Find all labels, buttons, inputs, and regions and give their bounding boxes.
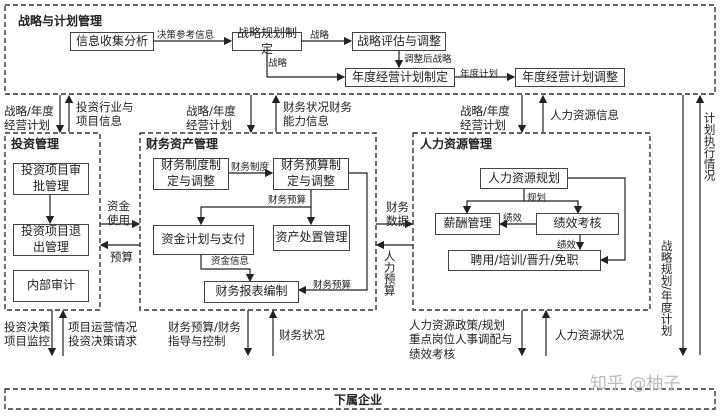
- investment-exit-box: 投资项目退出管理: [13, 224, 89, 256]
- fin-status-label: 财务状况: [279, 328, 325, 342]
- hr-policy-label: 人力资源政策/规划重点岗位人事调配与绩效考核: [409, 318, 513, 361]
- subsidiary-title: 下属企业: [334, 393, 383, 407]
- hr-planning-box: 人力资源规划: [480, 168, 568, 189]
- performance-label-2: 绩效: [557, 240, 577, 251]
- inv-up-label: 投资行业与项目信息: [76, 100, 134, 129]
- adjusted-strategy-label: 调整后战略: [404, 54, 452, 65]
- performance-box: 绩效考核: [536, 213, 619, 235]
- finance-budget-box: 财务预算制定与调整: [273, 158, 349, 190]
- finance-policy-box: 财务制度制定与调整: [153, 158, 229, 190]
- fin-up-label: 财务状况财务能力信息: [283, 100, 352, 129]
- finance-section-title: 财务资产管理: [146, 137, 219, 151]
- hiring-training-box: 聘用/培训/晋升/免职: [448, 250, 601, 271]
- strategy-section-title: 战略与计划管理: [18, 14, 103, 28]
- strategy-label-2: 战略: [268, 58, 288, 69]
- annual-plan-adjust-box: 年度经营计划调整: [515, 68, 625, 87]
- annual-plan-making-box: 年度经营计划制定: [345, 68, 455, 87]
- investment-approval-box: 投资项目审批管理: [13, 163, 89, 195]
- compensation-box: 薪酬管理: [435, 213, 500, 235]
- hr-status-label: 人力资源状况: [555, 328, 624, 342]
- annual-plan-label: 年度计划: [460, 69, 499, 80]
- hr-down-label: 战略/年度经营计划: [460, 104, 510, 133]
- hr-budget-label: 人力预算: [382, 250, 397, 296]
- performance-label: 绩效: [503, 213, 523, 224]
- fund-plan-payment-box: 资金计划与支付: [153, 225, 254, 255]
- strategy-label: 战略: [310, 30, 330, 41]
- finance-budget-label: 财务预算: [268, 195, 307, 206]
- fin-down-label: 战略/年度经营计划: [186, 104, 236, 133]
- asset-disposal-box: 资产处置管理: [273, 225, 350, 251]
- strategy-evaluation-box: 战略评估与调整: [352, 32, 446, 51]
- financial-report-box: 财务报表编制: [204, 281, 299, 303]
- fund-info-label: 资金信息: [211, 256, 250, 267]
- hr-up-label: 人力资源信息: [550, 108, 619, 122]
- strategy-planning-box: 战略规划制定: [232, 26, 302, 56]
- strategy-section-border: [4, 4, 716, 95]
- finance-policy-label: 财务制度: [231, 162, 270, 173]
- investment-section-title: 投资管理: [11, 137, 60, 151]
- hr-section-title: 人力资源管理: [420, 137, 493, 151]
- finance-budget-label-2: 财务预算: [313, 280, 352, 291]
- fin-guidance-label: 财务预算/财务指导与控制: [168, 320, 241, 349]
- strategy-annual-plan-label: 战略规划/年度计划: [659, 240, 674, 336]
- watermark: 知乎 @柚子: [590, 374, 681, 394]
- budget-label: 预算: [110, 250, 133, 264]
- internal-audit-box: 内部审计: [13, 270, 89, 302]
- project-ops-label: 项目运营情况投资决策请求: [68, 320, 137, 349]
- inv-down-label: 战略/年度经营计划: [4, 104, 54, 133]
- inv-decision-label: 投资决策项目监控: [4, 320, 50, 349]
- decision-info-label: 决策参考信息: [157, 30, 215, 41]
- fund-use-label: 资金使用: [107, 199, 130, 228]
- finance-data-label: 财务数据: [386, 200, 409, 229]
- planning-label: 规划: [527, 193, 547, 204]
- subsidiary-section-border: [4, 388, 716, 410]
- info-collection-box: 信息收集分析: [70, 32, 154, 51]
- plan-execution-label: 计划执行情况: [702, 112, 717, 181]
